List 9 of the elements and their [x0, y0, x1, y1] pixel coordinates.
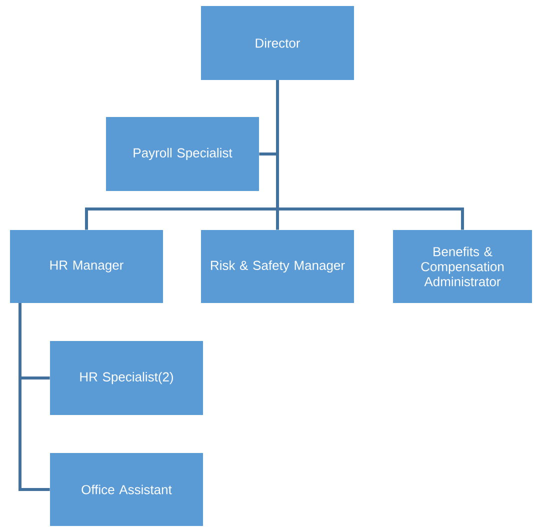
org-box: Benefits & Compensation Administrator [393, 230, 532, 303]
org-box: Risk & Safety Manager [201, 230, 354, 303]
org-box: Payroll Specialist [106, 117, 259, 191]
connector-line [18, 303, 50, 491]
org-box: Director [201, 6, 354, 80]
org-box: HR Specialist(2) [50, 341, 203, 415]
org-box: Office Assistant [50, 453, 203, 526]
org-box: HR Manager [10, 230, 163, 303]
connector-line [276, 80, 464, 230]
